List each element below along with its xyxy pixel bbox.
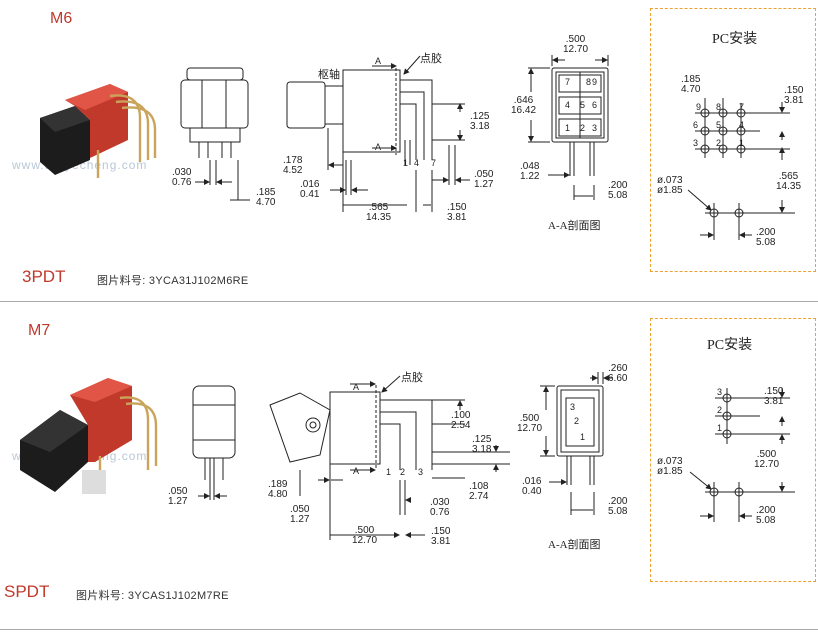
svg-text:1: 1 (580, 432, 585, 442)
svg-text:9: 9 (592, 77, 597, 87)
pc-hole-grid-m7 (689, 388, 795, 522)
svg-text:3: 3 (592, 123, 597, 133)
grid-pin-3: 3 (693, 138, 698, 148)
grid-pin-3-m7: 3 (717, 387, 722, 397)
grid-pin-6: 6 (693, 120, 698, 130)
pc-hole-grid-m6 (687, 98, 795, 240)
side-view-m7 (269, 375, 510, 540)
glue-label-m7: 点胶 (401, 372, 423, 384)
bottom-separator (0, 629, 818, 630)
section-separator (0, 301, 818, 302)
switch-photo-m6 (40, 84, 157, 178)
pivot-label: 枢轴 (318, 69, 340, 81)
pc-title-m6: PC安装 (712, 32, 758, 47)
grid-pin-2: 2 (716, 138, 721, 148)
grid-pin-9: 9 (696, 102, 701, 112)
section-a-top-m7: A (353, 382, 359, 392)
section-a-bottom-m6: A (375, 142, 381, 152)
part-number-m6: 图片料号: 3YCA31J102M6RE (97, 275, 249, 287)
switch-photo-m7 (20, 378, 158, 494)
glue-label-m6: 点胶 (420, 53, 442, 65)
side-pin-1-m7: 1 (386, 467, 391, 477)
grid-pin-7: 7 (739, 102, 744, 112)
svg-text:4: 4 (565, 100, 570, 110)
model-label-m6: M6 (50, 10, 73, 27)
type-label-3pdt: 3PDT (22, 267, 66, 286)
grid-pin-5: 5 (716, 120, 721, 130)
svg-text:5: 5 (580, 100, 585, 110)
section-view-m7 (540, 372, 612, 515)
type-label-spdt: SPDT (4, 582, 50, 601)
grid-pin-1-m7: 1 (717, 423, 722, 433)
part-number-m7: 图片料号: 3YCAS1J102M7RE (76, 590, 229, 602)
svg-text:6: 6 (592, 100, 597, 110)
front-view-m7 (192, 385, 236, 500)
grid-pin-4: 4 (739, 120, 744, 130)
front-view-m6 (180, 67, 250, 201)
svg-text:8: 8 (586, 77, 591, 87)
side-pin-1-m6: 1 (403, 158, 408, 168)
section-view-m6 (528, 55, 609, 200)
pc-title-m7: PC安装 (707, 338, 753, 353)
grid-pin-8: 8 (716, 102, 721, 112)
section-a-top-m6: A (375, 56, 381, 66)
section-title-m6: A-A剖面图 (548, 220, 601, 232)
side-view-m6 (286, 55, 470, 212)
svg-text:7: 7 (565, 77, 570, 87)
grid-pin-2-m7: 2 (717, 405, 722, 415)
side-pin-2-m7: 2 (400, 467, 405, 477)
pc-mount-box-m6 (650, 8, 816, 272)
side-pin-4-m6: 4 (414, 158, 419, 168)
model-label-m7: M7 (28, 322, 51, 339)
side-pin-7-m6: 7 (431, 158, 436, 168)
side-pin-3-m7: 3 (418, 467, 423, 477)
svg-text:2: 2 (580, 123, 585, 133)
svg-text:1: 1 (565, 123, 570, 133)
svg-text:2: 2 (574, 416, 579, 426)
pc-mount-box-m7 (650, 318, 816, 582)
section-a-bottom-m7: A (353, 466, 359, 476)
svg-text:3: 3 (570, 402, 575, 412)
section-title-m7: A-A剖面图 (548, 539, 601, 551)
grid-pin-1: 1 (739, 138, 744, 148)
